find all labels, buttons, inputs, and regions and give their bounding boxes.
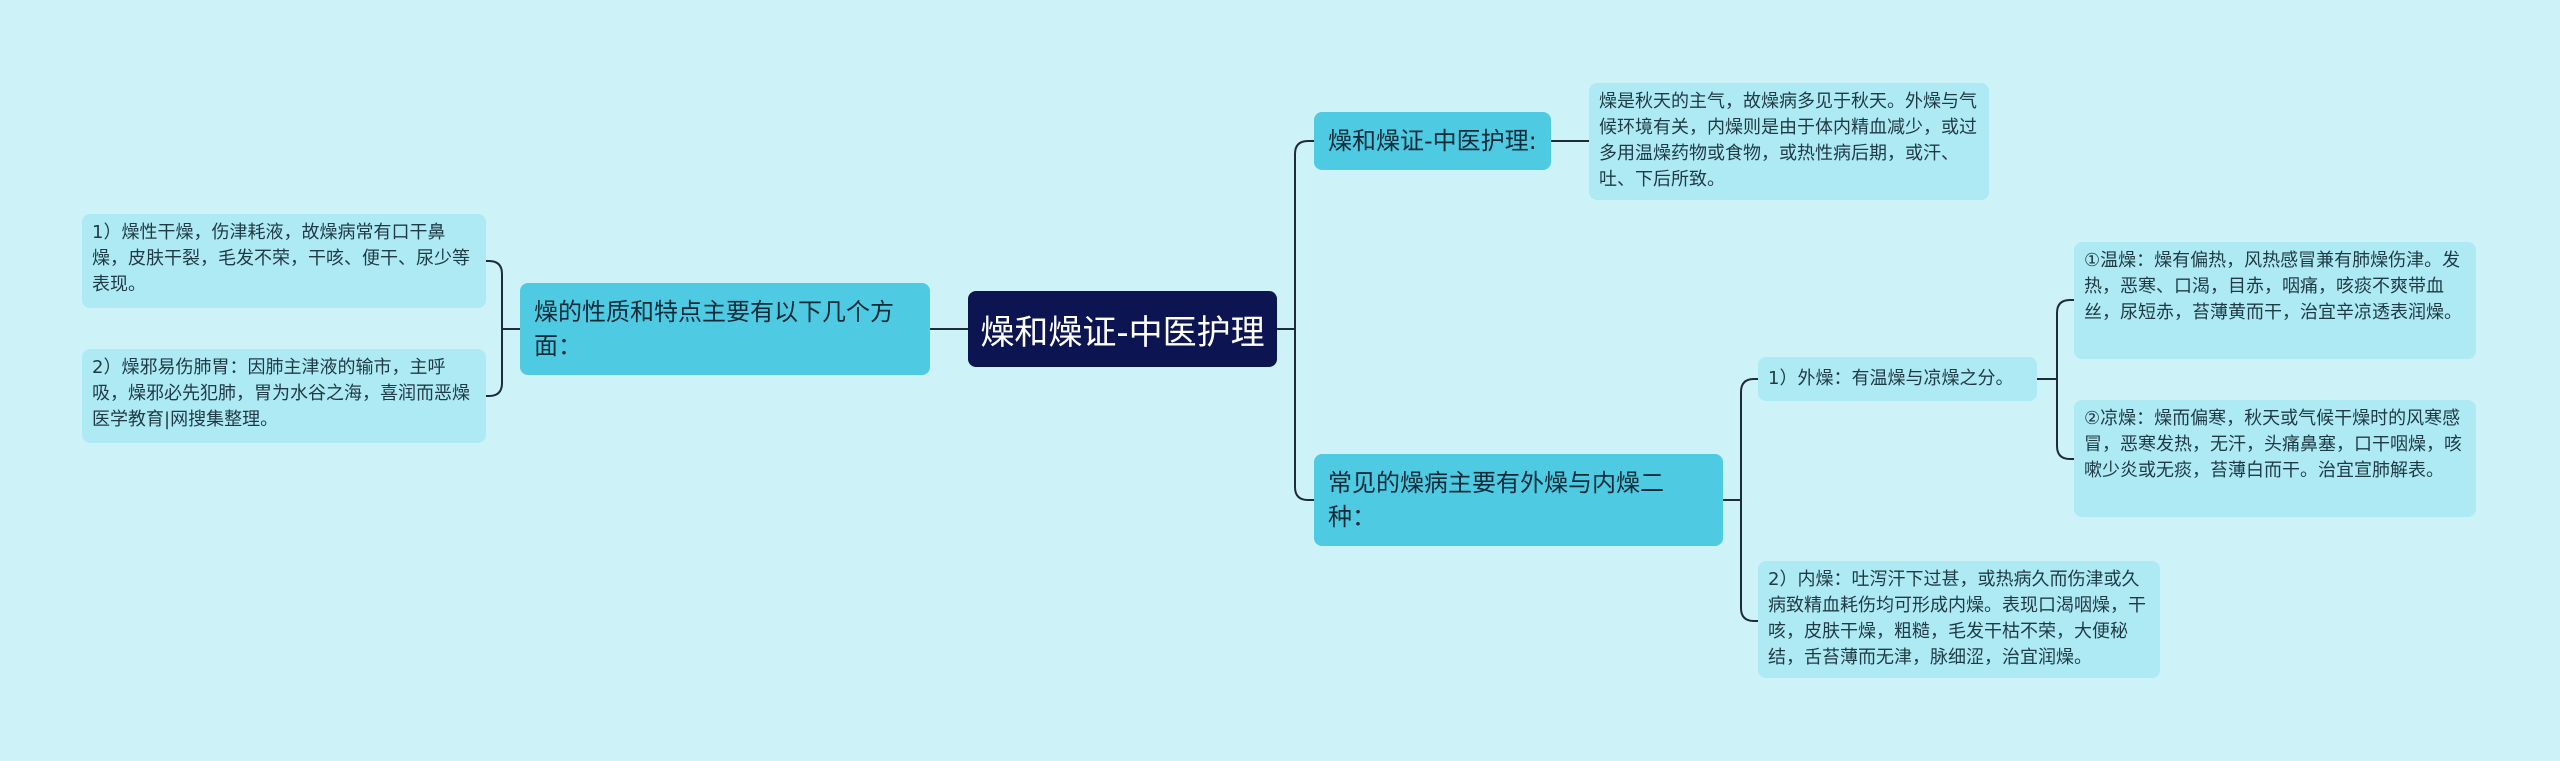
root-label: 燥和燥证-中医护理 bbox=[980, 312, 1265, 353]
leaf-external-dryness-text: 1）外燥：有温燥与凉燥之分。 bbox=[1768, 368, 2014, 389]
leaf-cool-dryness[interactable]: ②凉燥：燥而偏寒，秋天或气候干燥时的风寒感冒，恶寒发热，无汗，头痛鼻塞，口干咽燥… bbox=[2074, 400, 2476, 517]
connector-rb-inner bbox=[1740, 500, 1758, 622]
connector-right-top bbox=[1294, 140, 1314, 329]
leaf-autumn-dryness[interactable]: 燥是秋天的主气，故燥病多见于秋天。外燥与气候环境有关，内燥则是由于体内精血减少，… bbox=[1589, 83, 1989, 200]
leaf-dry-nature[interactable]: 1）燥性干燥，伤津耗液，故燥病常有口干鼻燥，皮肤干裂，毛发不荣，干咳、便干、尿少… bbox=[82, 214, 486, 308]
connector-outer-child-1 bbox=[2056, 299, 2074, 379]
branch-tcm-nursing-label: 燥和燥证-中医护理: bbox=[1328, 127, 1537, 155]
branch-tcm-nursing[interactable]: 燥和燥证-中医护理: bbox=[1314, 112, 1551, 170]
leaf-lung-stomach[interactable]: 2）燥邪易伤肺胃：因肺主津液的输市，主呼吸，燥邪必先犯肺，胃为水谷之海，喜润而恶… bbox=[82, 349, 486, 443]
branch-common-dryness[interactable]: 常见的燥病主要有外燥与内燥二种： bbox=[1314, 454, 1723, 546]
branch-nature-characteristics[interactable]: 燥的性质和特点主要有以下几个方面： bbox=[520, 283, 930, 375]
branch-nature-label: 燥的性质和特点主要有以下几个方面： bbox=[534, 298, 894, 360]
leaf-dry-nature-text: 1）燥性干燥，伤津耗液，故燥病常有口干鼻燥，皮肤干裂，毛发不荣，干咳、便干、尿少… bbox=[92, 222, 470, 295]
connector-outer-child-2 bbox=[2056, 379, 2074, 460]
leaf-internal-dryness[interactable]: 2）内燥：吐泻汗下过甚，或热病久而伤津或久病致精血耗伤均可形成内燥。表现口渴咽燥… bbox=[1758, 561, 2160, 678]
connector-rb-outer bbox=[1740, 378, 1758, 500]
connector-left-leaf-1 bbox=[486, 260, 503, 329]
leaf-warm-dryness-text: ①温燥：燥有偏热，风热感冒兼有肺燥伤津。发热，恶寒、口渴，目赤，咽痛，咳痰不爽带… bbox=[2084, 250, 2462, 323]
branch-common-dryness-label: 常见的燥病主要有外燥与内燥二种： bbox=[1328, 469, 1664, 531]
connector-right-bottom bbox=[1294, 329, 1314, 501]
leaf-internal-dryness-text: 2）内燥：吐泻汗下过甚，或热病久而伤津或久病致精血耗伤均可形成内燥。表现口渴咽燥… bbox=[1768, 569, 2146, 668]
leaf-lung-stomach-text: 2）燥邪易伤肺胃：因肺主津液的输市，主呼吸，燥邪必先犯肺，胃为水谷之海，喜润而恶… bbox=[92, 357, 470, 430]
leaf-autumn-dryness-text: 燥是秋天的主气，故燥病多见于秋天。外燥与气候环境有关，内燥则是由于体内精血减少，… bbox=[1599, 91, 1977, 190]
leaf-warm-dryness[interactable]: ①温燥：燥有偏热，风热感冒兼有肺燥伤津。发热，恶寒、口渴，目赤，咽痛，咳痰不爽带… bbox=[2074, 242, 2476, 359]
root-node[interactable]: 燥和燥证-中医护理 bbox=[968, 291, 1277, 367]
leaf-external-dryness[interactable]: 1）外燥：有温燥与凉燥之分。 bbox=[1758, 357, 2037, 401]
leaf-cool-dryness-text: ②凉燥：燥而偏寒，秋天或气候干燥时的风寒感冒，恶寒发热，无汗，头痛鼻塞，口干咽燥… bbox=[2084, 408, 2462, 481]
connector-left-leaf-2 bbox=[486, 329, 503, 397]
